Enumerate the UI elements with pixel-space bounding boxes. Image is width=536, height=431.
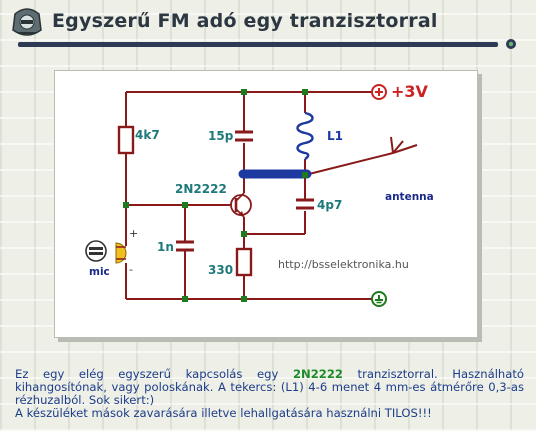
label-1n: 1n [157,240,174,254]
capacitor-15p [235,130,253,142]
label-15p: 15p [208,129,234,143]
label-antenna: antenna [385,191,434,203]
header-divider-end-icon [506,39,516,49]
capacitor-4p7 [296,198,314,210]
page-title: Egyszerű FM adó egy tranzisztorral [52,10,438,32]
header: Egyszerű FM adó egy tranzisztorral [0,0,536,52]
watermark-url: http://bsselektronika.hu [278,258,409,271]
resistor-330 [235,247,253,277]
capacitor-1n [176,240,194,252]
description-text: Ez egy elég egyszerű kapcsolás egy 2N222… [15,368,524,420]
label-mic-minus: - [129,263,133,276]
label-transistor: 2N2222 [175,182,227,196]
microphone-icon [85,240,127,264]
site-logo-icon [12,8,42,36]
schematic-panel: 4k7 15p L1 2N2222 4p7 1n 330 antenna mic… [54,70,478,338]
ground-terminal-icon [371,291,387,307]
supply-terminal-icon [371,84,387,100]
fm-transmitter-schematic: 4k7 15p L1 2N2222 4p7 1n 330 antenna mic… [85,82,434,307]
resistor-4k7 [117,125,135,155]
label-330: 330 [208,263,233,277]
label-4k7: 4k7 [135,128,160,142]
label-l1: L1 [327,129,343,143]
coil-l1 [296,111,314,161]
description-highlight: 2N2222 [292,367,343,381]
label-mic: mic [89,266,110,278]
label-mic-plus: + [129,227,138,240]
label-4p7: 4p7 [317,198,342,212]
description-part1: Ez egy elég egyszerű kapcsolás egy [15,367,293,381]
label-supply: +3V [391,82,429,101]
description-part2: tranzisztorral. Használható kihangosítón… [15,367,525,407]
description-warning: A készüléket mások zavarására illetve le… [15,406,432,420]
header-divider [18,42,498,47]
transistor-2n2222 [230,192,252,218]
